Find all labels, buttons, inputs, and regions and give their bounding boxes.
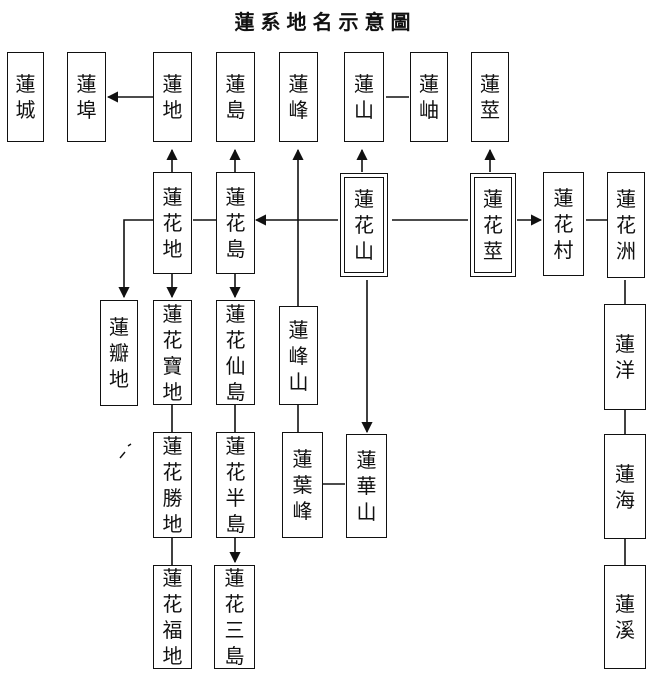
node-label-lian-shan: 蓮山 [354,72,374,122]
node-lian-feng: 蓮峰 [279,52,318,142]
stray-mark [119,443,132,459]
node-lian-hai: 蓮海 [604,434,646,539]
node-label-lian-dao: 蓮島 [225,72,246,122]
node-label-lian-hai: 蓮海 [615,461,635,512]
node-label-lianhua-cun: 蓮花村 [553,186,574,262]
node-lian-shan: 蓮山 [344,52,384,142]
node-lian-cheng: 蓮城 [7,52,44,142]
node-label-lian-di: 蓮地 [162,72,183,122]
node-lian-dao: 蓮島 [216,52,255,142]
node-label-lian-bu: 蓮埠 [76,72,97,122]
node-lianhua-di: 蓮花地 [153,172,192,274]
node-lian-yang: 蓮洋 [604,304,646,410]
node-lianhua-dao: 蓮花島 [216,172,255,274]
node-lianhua-san-dao: 蓮花三島 [214,565,255,669]
node-label-lianhua-zhou: 蓮花洲 [616,187,636,263]
node-label-lianhua-sheng-di: 蓮花勝地 [162,434,183,536]
node-lianhua-bao-di: 蓮花寶地 [153,300,192,405]
node-lianhua-shan: 蓮花山 [340,173,388,277]
node-label-lianhua-ban-dao: 蓮花半島 [225,434,246,536]
node-label-lian-ye-feng: 蓮葉峰 [292,447,313,523]
node-label-lianhua-fu-di: 蓮花福地 [162,566,183,668]
node-label-lian-jing: 蓮莖 [480,72,500,122]
node-lianhua-sheng-di: 蓮花勝地 [153,432,192,538]
node-lian-ye-feng: 蓮葉峰 [282,432,323,538]
node-label-lianhua-bao-di: 蓮花寶地 [162,301,183,404]
node-label-lian-hua-shan2: 蓮華山 [356,448,377,524]
node-label-lian-feng-shan: 蓮峰山 [288,317,309,394]
node-label-lianhua-shan: 蓮花山 [354,187,374,263]
edge-to-lianbandi [118,219,153,299]
node-lian-xi: 蓮溪 [604,565,646,669]
node-label-lian-feng: 蓮峰 [288,72,309,122]
node-label-lian-cheng: 蓮城 [15,72,36,122]
node-lian-di: 蓮地 [153,52,192,142]
node-label-lian-xiu: 蓮岫 [419,72,439,122]
node-label-lianhua-jing: 蓮花莖 [483,187,503,263]
node-lianhua-fu-di: 蓮花福地 [153,565,192,669]
node-lianhua-ban-dao: 蓮花半島 [216,432,255,538]
node-lian-jing: 蓮莖 [471,52,509,142]
node-label-lianhua-di: 蓮花地 [162,185,183,261]
node-label-lianhua-xian-dao: 蓮花仙島 [225,301,246,404]
node-lian-hua-shan2: 蓮華山 [346,434,387,538]
node-lianhua-zhou: 蓮花洲 [607,172,645,278]
node-lian-xiu: 蓮岫 [410,52,448,142]
diagram-title: 蓮系地名示意圖 [234,10,417,34]
node-label-lianhua-san-dao: 蓮花三島 [224,566,245,668]
node-lian-feng-shan: 蓮峰山 [279,306,318,405]
node-label-lianhua-dao: 蓮花島 [225,185,246,261]
node-lian-bu: 蓮埠 [67,52,106,142]
node-label-lian-xi: 蓮溪 [615,592,635,642]
node-lianhua-xian-dao: 蓮花仙島 [216,300,255,405]
node-label-lian-yang: 蓮洋 [615,332,635,382]
node-label-lian-ban-di: 蓮瓣地 [109,315,129,391]
node-lianhua-cun: 蓮花村 [543,172,584,276]
node-lianhua-jing: 蓮花莖 [470,173,516,277]
node-lian-ban-di: 蓮瓣地 [100,300,138,406]
